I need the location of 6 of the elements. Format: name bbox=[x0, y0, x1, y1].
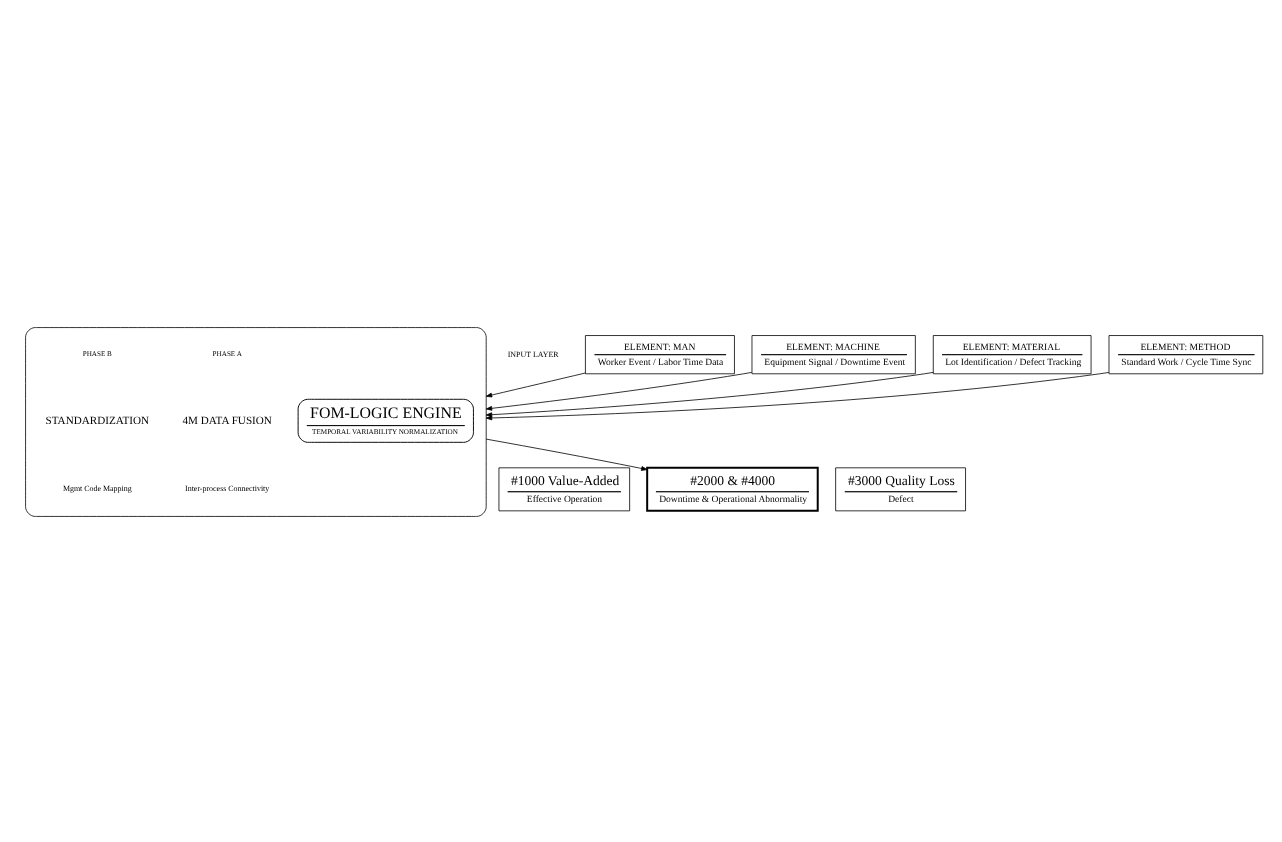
arrow bbox=[485, 371, 1110, 420]
cluster bbox=[25, 326, 487, 516]
arrow bbox=[485, 371, 753, 410]
arrow bbox=[485, 371, 586, 397]
arrow bbox=[485, 437, 648, 470]
arrow bbox=[485, 371, 934, 417]
